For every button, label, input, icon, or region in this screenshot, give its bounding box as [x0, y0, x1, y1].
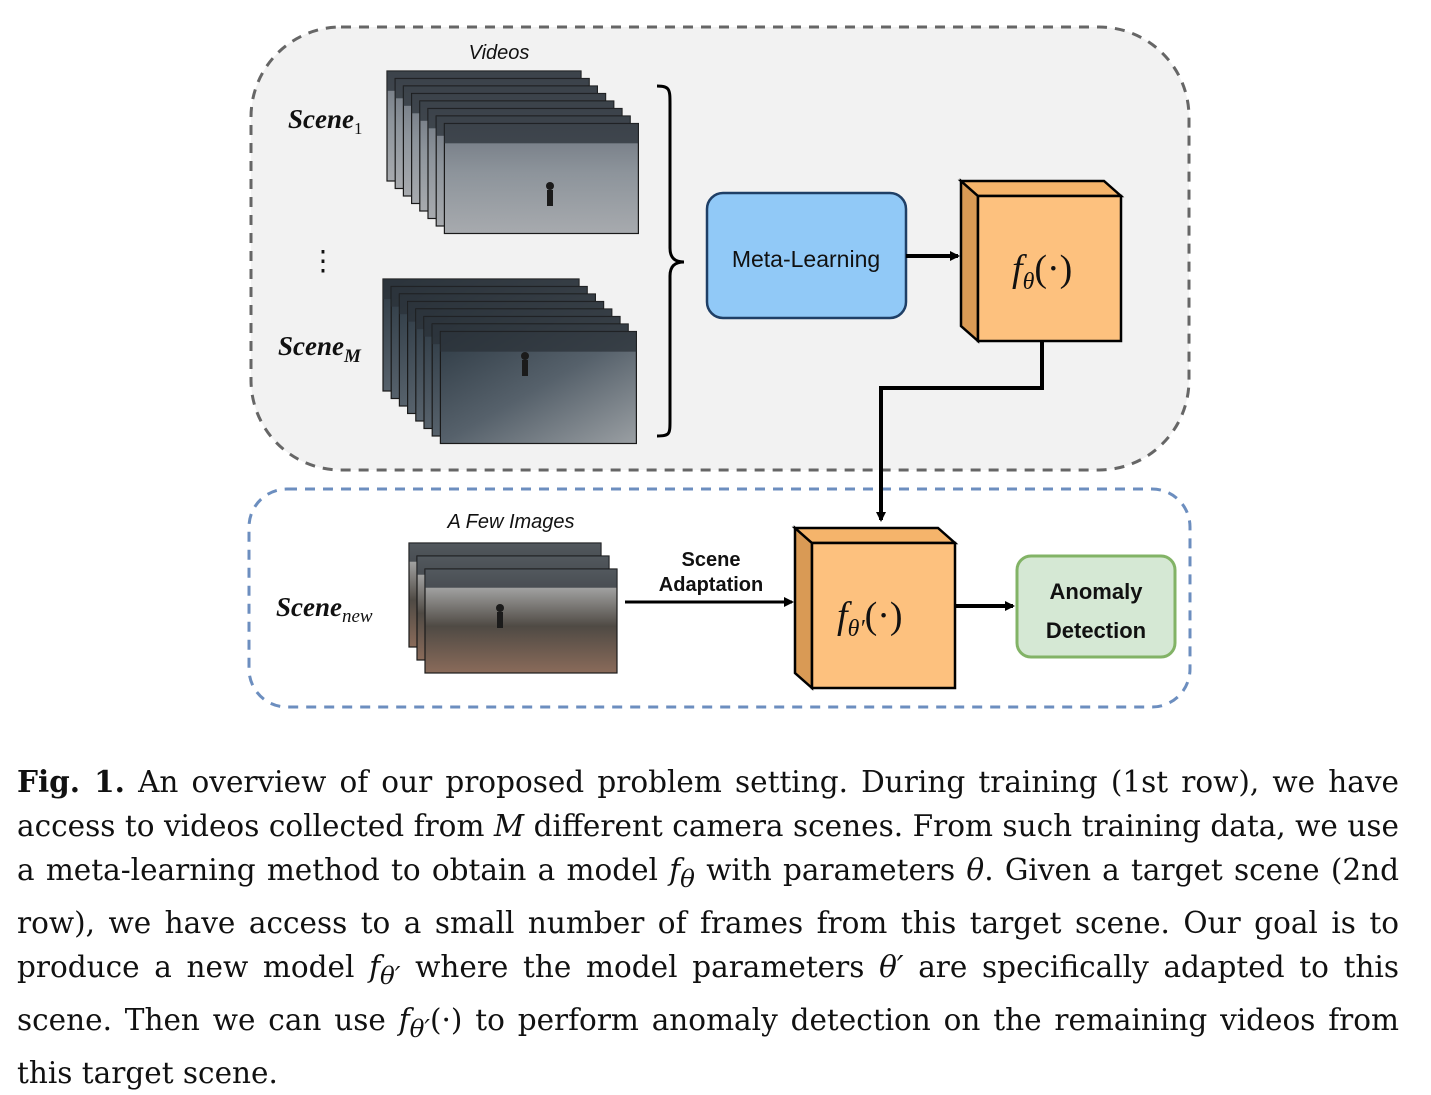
scene-adaptation-label-line1: Scene — [682, 549, 741, 571]
caption-math-M: M — [493, 809, 525, 843]
videos-label: Videos — [469, 42, 530, 64]
caption-math-f: f — [669, 853, 681, 887]
caption-label: Fig. 1. — [17, 764, 125, 799]
model-f-theta-prime-label: fθ′(·) — [837, 595, 903, 642]
pedestrian — [547, 190, 553, 206]
pedestrian-head — [546, 182, 554, 190]
caption-math-f: f — [398, 1002, 410, 1037]
caption-math-arg: (·) — [430, 1002, 463, 1037]
scene1-video-frame-shade — [444, 123, 639, 144]
pedestrian — [497, 612, 503, 628]
model-f-theta-label: fθ(·) — [1012, 248, 1072, 295]
sceneM-label: SceneM — [278, 331, 362, 367]
scene1-label: Scene1 — [288, 104, 362, 138]
caption-text: where the model parameters — [400, 949, 880, 984]
anomaly-label-line2: Detection — [1046, 618, 1146, 643]
few-images-label: A Few Images — [446, 511, 574, 533]
figure-caption: Fig. 1. An overview of our proposed prob… — [17, 760, 1399, 1095]
caption-text: . Given a target scene (2nd row), we hav… — [17, 853, 1399, 984]
caption-math-sub: θ — [680, 863, 695, 893]
target-image-frame-shade — [425, 569, 617, 588]
caption-math-sub: θ′ — [409, 1013, 430, 1043]
caption-text: An overview of our proposed problem sett… — [17, 765, 1399, 843]
pedestrian-head — [496, 604, 504, 612]
sceneM-video-stack — [382, 278, 637, 445]
caption-math-f: f — [369, 949, 381, 984]
anomaly-detection-box — [1015, 554, 1177, 659]
sceneM-video-frame-shade — [440, 331, 637, 352]
model-f-theta-cube — [957, 178, 1125, 344]
model-f-theta-prime-cube — [791, 525, 959, 691]
caption-text: with parameters — [694, 853, 967, 887]
anomaly-label-line1: Anomaly — [1050, 579, 1144, 604]
arrow-model-to-adapted-model — [876, 341, 1044, 522]
caption-text: different camera scenes. From such train… — [17, 809, 1399, 887]
curly-brace — [656, 84, 685, 438]
ellipsis-vertical: ⋮ — [309, 244, 337, 277]
caption-text: are specifically adapted to this scene. … — [17, 949, 1399, 1037]
caption-math-sub: θ′ — [380, 960, 401, 990]
pedestrian-head — [521, 352, 529, 360]
scene1-video-stack — [386, 70, 639, 235]
meta-learning-label: Meta-Learning — [732, 246, 880, 272]
scene-adaptation-label-line2: Adaptation — [659, 574, 763, 596]
caption-math-theta: θ — [966, 853, 985, 887]
target-image-stack — [408, 542, 618, 674]
caption-math-theta-prime: θ′ — [879, 949, 904, 984]
pedestrian — [522, 360, 528, 376]
scene-new-label: Scenenew — [276, 592, 373, 627]
